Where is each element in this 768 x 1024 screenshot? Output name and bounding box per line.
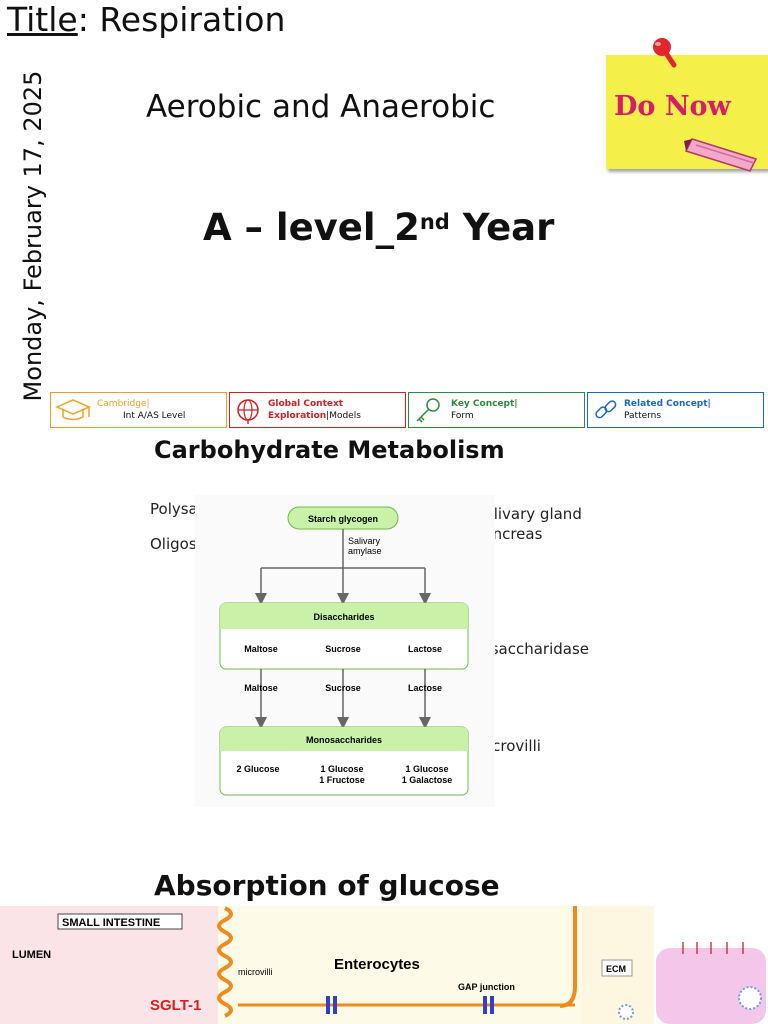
junction-protein-1 (326, 996, 330, 1014)
level-sup: nd (419, 210, 450, 234)
concept-line1: Related Concept| (624, 399, 711, 409)
arrow-label-lactose: Lactose (408, 683, 442, 693)
concept-line2: Form (451, 411, 474, 421)
small-intestine-box (57, 913, 183, 930)
label-disaccharidase: Disaccharidase (475, 640, 590, 658)
concept-line2: Patterns (624, 411, 662, 421)
lumen-label: LUMEN (12, 949, 51, 961)
level-main: A – level_2 (203, 206, 420, 249)
glucose-absorption-illustration: SMALL INTESTINE LUMEN microvilli Enteroc… (0, 906, 768, 1024)
starch-label: Starch glycogen (308, 514, 378, 524)
junction-protein-3 (483, 996, 487, 1014)
disaccharides-header-bg (220, 603, 468, 629)
absorption-title: Absorption of glucose (154, 869, 500, 902)
enterocytes-label: Enterocytes (334, 956, 420, 973)
mono-2-glucose: 2 Glucose (236, 764, 279, 774)
concept-key: Key Concept| Form (408, 392, 585, 428)
mono-glucose-b: 1 Glucose (405, 764, 448, 774)
carbohydrate-flow-diagram: Starch glycogen Salivary amylase Disacch… (195, 495, 495, 807)
title-value: : Respiration (77, 0, 286, 39)
subtitle: Aerobic and Anaerobic (146, 89, 496, 125)
pencil-icon (684, 138, 758, 172)
upward-arrows (682, 942, 744, 954)
concept-related: Related Concept| Patterns (587, 392, 764, 428)
vesicle-2 (618, 1004, 634, 1020)
slide-title: Title: Respiration (7, 0, 285, 40)
junction-protein-4 (490, 996, 494, 1014)
arrow-label-sucrose: Sucrose (325, 683, 361, 693)
arrow-label-maltose: Maltose (244, 683, 278, 693)
do-now-text: Do Now (614, 91, 731, 122)
label-salivary-gland: Salivary gland (475, 505, 582, 523)
concept-line2b: |Models (326, 411, 361, 421)
small-intestine-label: SMALL INTESTINE (62, 917, 160, 929)
graduation-cap-icon (55, 399, 91, 421)
date-vertical: Monday, February 17, 2025 (19, 70, 47, 402)
level-tail: Year (449, 206, 555, 249)
link-icon (595, 400, 617, 419)
mono-fructose: 1 Fructose (319, 775, 365, 785)
do-now-note: Do Now (606, 38, 768, 172)
title-label: Title (7, 0, 78, 39)
vesicle-1 (738, 986, 762, 1010)
globe-icon (237, 399, 259, 424)
level-heading: A – level_2nd Year (203, 204, 554, 252)
capillary (656, 948, 766, 1024)
microvilli-label: microvilli (238, 967, 273, 977)
enzyme-amylase: amylase (348, 546, 382, 556)
carbohydrate-metabolism-title: Carbohydrate Metabolism (154, 436, 505, 464)
concept-line1: Key Concept| (451, 399, 518, 409)
mono-glucose-a: 1 Glucose (320, 764, 363, 774)
sglt-label: SGLT-1 (150, 997, 201, 1014)
disaccharides-header: Disaccharides (313, 612, 374, 622)
concept-line2a: Exploration (268, 411, 327, 421)
enzyme-salivary: Salivary (348, 536, 381, 546)
junction-protein-2 (333, 996, 337, 1014)
ecm-label: ECM (606, 964, 626, 974)
disacch-lactose: Lactose (408, 644, 442, 654)
gap-junction-label: GAP junction (458, 982, 515, 992)
pushpin-icon (653, 38, 677, 68)
concept-global-context: Global Context Exploration|Models (229, 392, 406, 428)
monosaccharides-header: Monosaccharides (306, 735, 382, 745)
microvilli-membrane (217, 906, 233, 1018)
monosaccharides-header-bg (220, 727, 468, 751)
ecm-box (601, 959, 633, 977)
disacch-sucrose: Sucrose (325, 644, 361, 654)
concept-line1: Cambridge| (97, 399, 150, 409)
concept-line1: Global Context (268, 399, 344, 409)
disacch-maltose: Maltose (244, 644, 278, 654)
concept-line2: Int A/AS Level (123, 411, 186, 421)
mono-galactose: 1 Galactose (402, 775, 453, 785)
concept-cambridge: Cambridge| Int A/AS Level (50, 392, 227, 428)
key-icon (416, 398, 440, 423)
